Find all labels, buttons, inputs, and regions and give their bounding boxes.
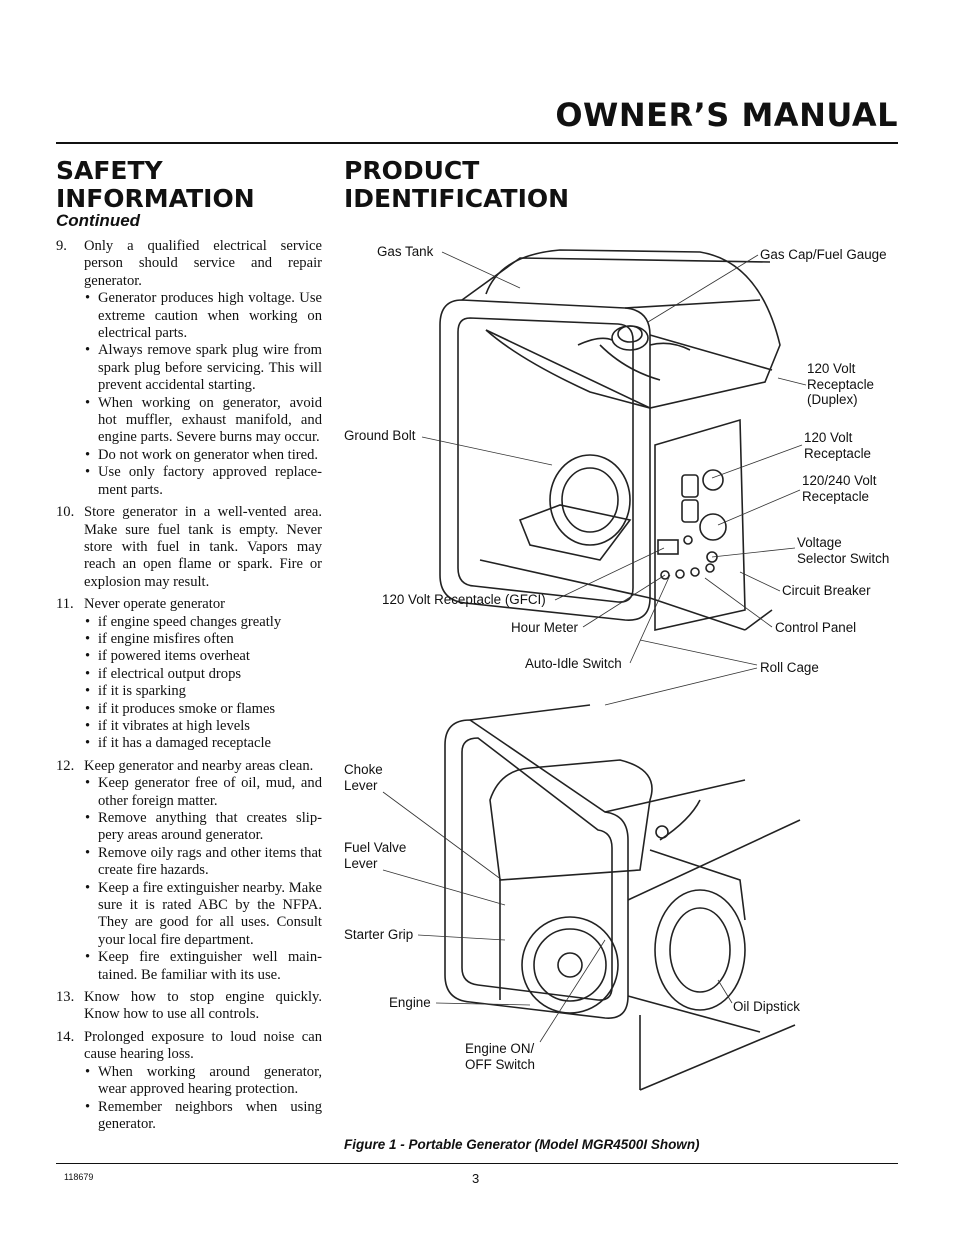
label-line: Receptacle <box>804 445 871 461</box>
safety-bullet: Keep fire extinguisher well main- tained… <box>84 949 322 984</box>
label-hour-meter: Hour Meter <box>511 620 578 635</box>
label-line: Lever <box>344 855 378 871</box>
safety-item: 12. Keep generator and nearby areas clean… <box>56 758 322 984</box>
safety-item-number: 10. <box>56 504 75 521</box>
safety-bullet: Remember neighbors when using generator. <box>84 1099 322 1134</box>
page-title: OWNER’S MANUAL <box>555 96 898 134</box>
safety-heading: SAFETY INFORMATION <box>56 157 255 213</box>
safety-item-number: 9. <box>56 238 67 254</box>
safety-item: 14. Prolonged exposure to loud noise can … <box>56 1029 322 1133</box>
safety-bullet-list: if engine speed changes greatlyif engine… <box>84 614 322 754</box>
label-auto-idle: Auto-Idle Switch <box>525 656 622 671</box>
product-heading-line2: IDENTIFICATION <box>344 184 570 213</box>
safety-bullet: Keep a fire extinguisher nearby. Make su… <box>84 880 322 950</box>
label-gas-cap: Gas Cap/Fuel Gauge <box>760 247 887 262</box>
document-code: 118679 <box>64 1172 94 1182</box>
product-heading: PRODUCT IDENTIFICATION <box>344 157 569 213</box>
label-line: Receptacle <box>807 376 874 392</box>
safety-item: 13. Know how to stop engine quickly. Know… <box>56 989 322 1024</box>
label-receptacle-120: 120 Volt Receptacle <box>804 430 871 461</box>
label-line: 120 Volt <box>807 361 856 376</box>
label-line: 120 Volt <box>804 430 853 445</box>
product-heading-line1: PRODUCT <box>344 156 480 185</box>
label-gfci: 120 Volt Receptacle (GFCI) <box>382 592 546 607</box>
label-line: Fuel Valve <box>344 840 407 855</box>
safety-item-text: Keep generator and nearby areas clean. <box>84 757 314 774</box>
safety-bullet: if engine misfires often <box>84 631 322 649</box>
safety-item-number: 14. <box>56 1028 75 1045</box>
safety-item-number: 12. <box>56 757 75 774</box>
safety-bullet: Keep generator free of oil, mud, and oth… <box>84 775 322 810</box>
label-control-panel: Control Panel <box>775 620 857 635</box>
safety-heading-line1: SAFETY <box>56 156 163 185</box>
label-line: 120/240 Volt <box>802 473 877 488</box>
safety-bullet-list: When working around generator, wear appr… <box>84 1064 322 1134</box>
safety-item-text: Prolonged exposure to loud noise can cau… <box>84 1028 322 1063</box>
safety-subheading: Continued <box>56 211 141 230</box>
label-receptacle-duplex: 120 Volt Receptacle (Duplex) <box>807 361 874 408</box>
footer-rule <box>56 1163 898 1164</box>
page-number: 3 <box>472 1171 480 1186</box>
label-voltage-switch: Voltage Selector Switch <box>797 535 889 566</box>
label-roll-cage: Roll Cage <box>760 660 819 675</box>
safety-item-text: Store generator in a well-vented area. M… <box>84 504 322 590</box>
safety-bullet: Remove oily rags and other items that cr… <box>84 845 322 880</box>
safety-bullet: When working around generator, wear appr… <box>84 1064 322 1099</box>
safety-item-text: Know how to stop engine quickly. Know ho… <box>84 989 322 1023</box>
safety-item: 9. Only a qualified electrical service pe… <box>56 238 322 499</box>
safety-bullet: if powered items overheat <box>84 648 322 666</box>
safety-item-text: Never operate generator <box>84 596 225 613</box>
generator-bottom-drawing <box>444 704 801 1091</box>
label-circuit-breaker: Circuit Breaker <box>782 583 871 598</box>
label-line: Engine ON/ <box>465 1041 535 1056</box>
leader-lines <box>382 251 807 1043</box>
safety-heading-line2: INFORMATION <box>56 184 255 213</box>
label-engine-switch: Engine ON/ OFF Switch <box>465 1041 535 1072</box>
safety-bullet: if it is sparking <box>84 683 322 701</box>
label-starter-grip: Starter Grip <box>344 927 414 942</box>
safety-bullet: if electrical output drops <box>84 666 322 684</box>
label-ground-bolt: Ground Bolt <box>344 428 416 443</box>
label-fuel-valve: Fuel Valve Lever <box>344 840 406 871</box>
safety-list: 9. Only a qualified electrical service pe… <box>56 238 322 1138</box>
safety-bullet-list: Keep generator free of oil, mud, and oth… <box>84 775 322 984</box>
safety-bullet: Use only factory approved replace- ment … <box>84 464 322 499</box>
safety-bullet: Generator produces high voltage. Use ext… <box>84 290 322 342</box>
label-receptacle-240: 120/240 Volt Receptacle <box>802 473 876 504</box>
label-line: Voltage <box>797 535 842 550</box>
safety-bullet: if it has a damaged receptacle <box>84 735 322 753</box>
safety-item: 11. Never operate generatorif engine spee… <box>56 596 322 753</box>
label-line: Selector Switch <box>797 550 890 566</box>
safety-bullet-list: Generator produces high voltage. Use ext… <box>84 290 322 499</box>
label-oil-dipstick: Oil Dipstick <box>733 999 800 1014</box>
label-line: Lever <box>344 777 378 793</box>
label-engine: Engine <box>389 995 431 1010</box>
label-line: (Duplex) <box>807 392 858 407</box>
safety-bullet: if it vibrates at high levels <box>84 718 322 736</box>
safety-bullet: Remove anything that creates slip- pery … <box>84 810 322 845</box>
safety-bullet: Do not work on generator when tired. <box>84 447 322 465</box>
safety-bullet: When working on generator, avoid hot muf… <box>84 395 322 447</box>
label-line: Receptacle <box>802 488 869 504</box>
label-line: Choke <box>344 762 383 777</box>
safety-bullet: if it produces smoke or flames <box>84 701 322 719</box>
header-rule <box>56 142 898 144</box>
generator-top-drawing <box>439 249 781 631</box>
safety-item: 10. Store generator in a well-vented area… <box>56 504 322 591</box>
safety-bullet: if engine speed changes greatly <box>84 614 322 632</box>
safety-item-number: 13. <box>56 989 75 1006</box>
safety-item-text: Only a qualified electrical service pers… <box>84 238 322 289</box>
label-gas-tank: Gas Tank <box>377 244 434 259</box>
safety-item-number: 11. <box>56 596 74 613</box>
safety-bullet: Always remove spark plug wire from spark… <box>84 342 322 394</box>
figure-caption: Figure 1 - Portable Generator (Model MGR… <box>344 1137 700 1152</box>
label-line: OFF Switch <box>465 1056 535 1072</box>
label-choke: Choke Lever <box>344 762 383 793</box>
